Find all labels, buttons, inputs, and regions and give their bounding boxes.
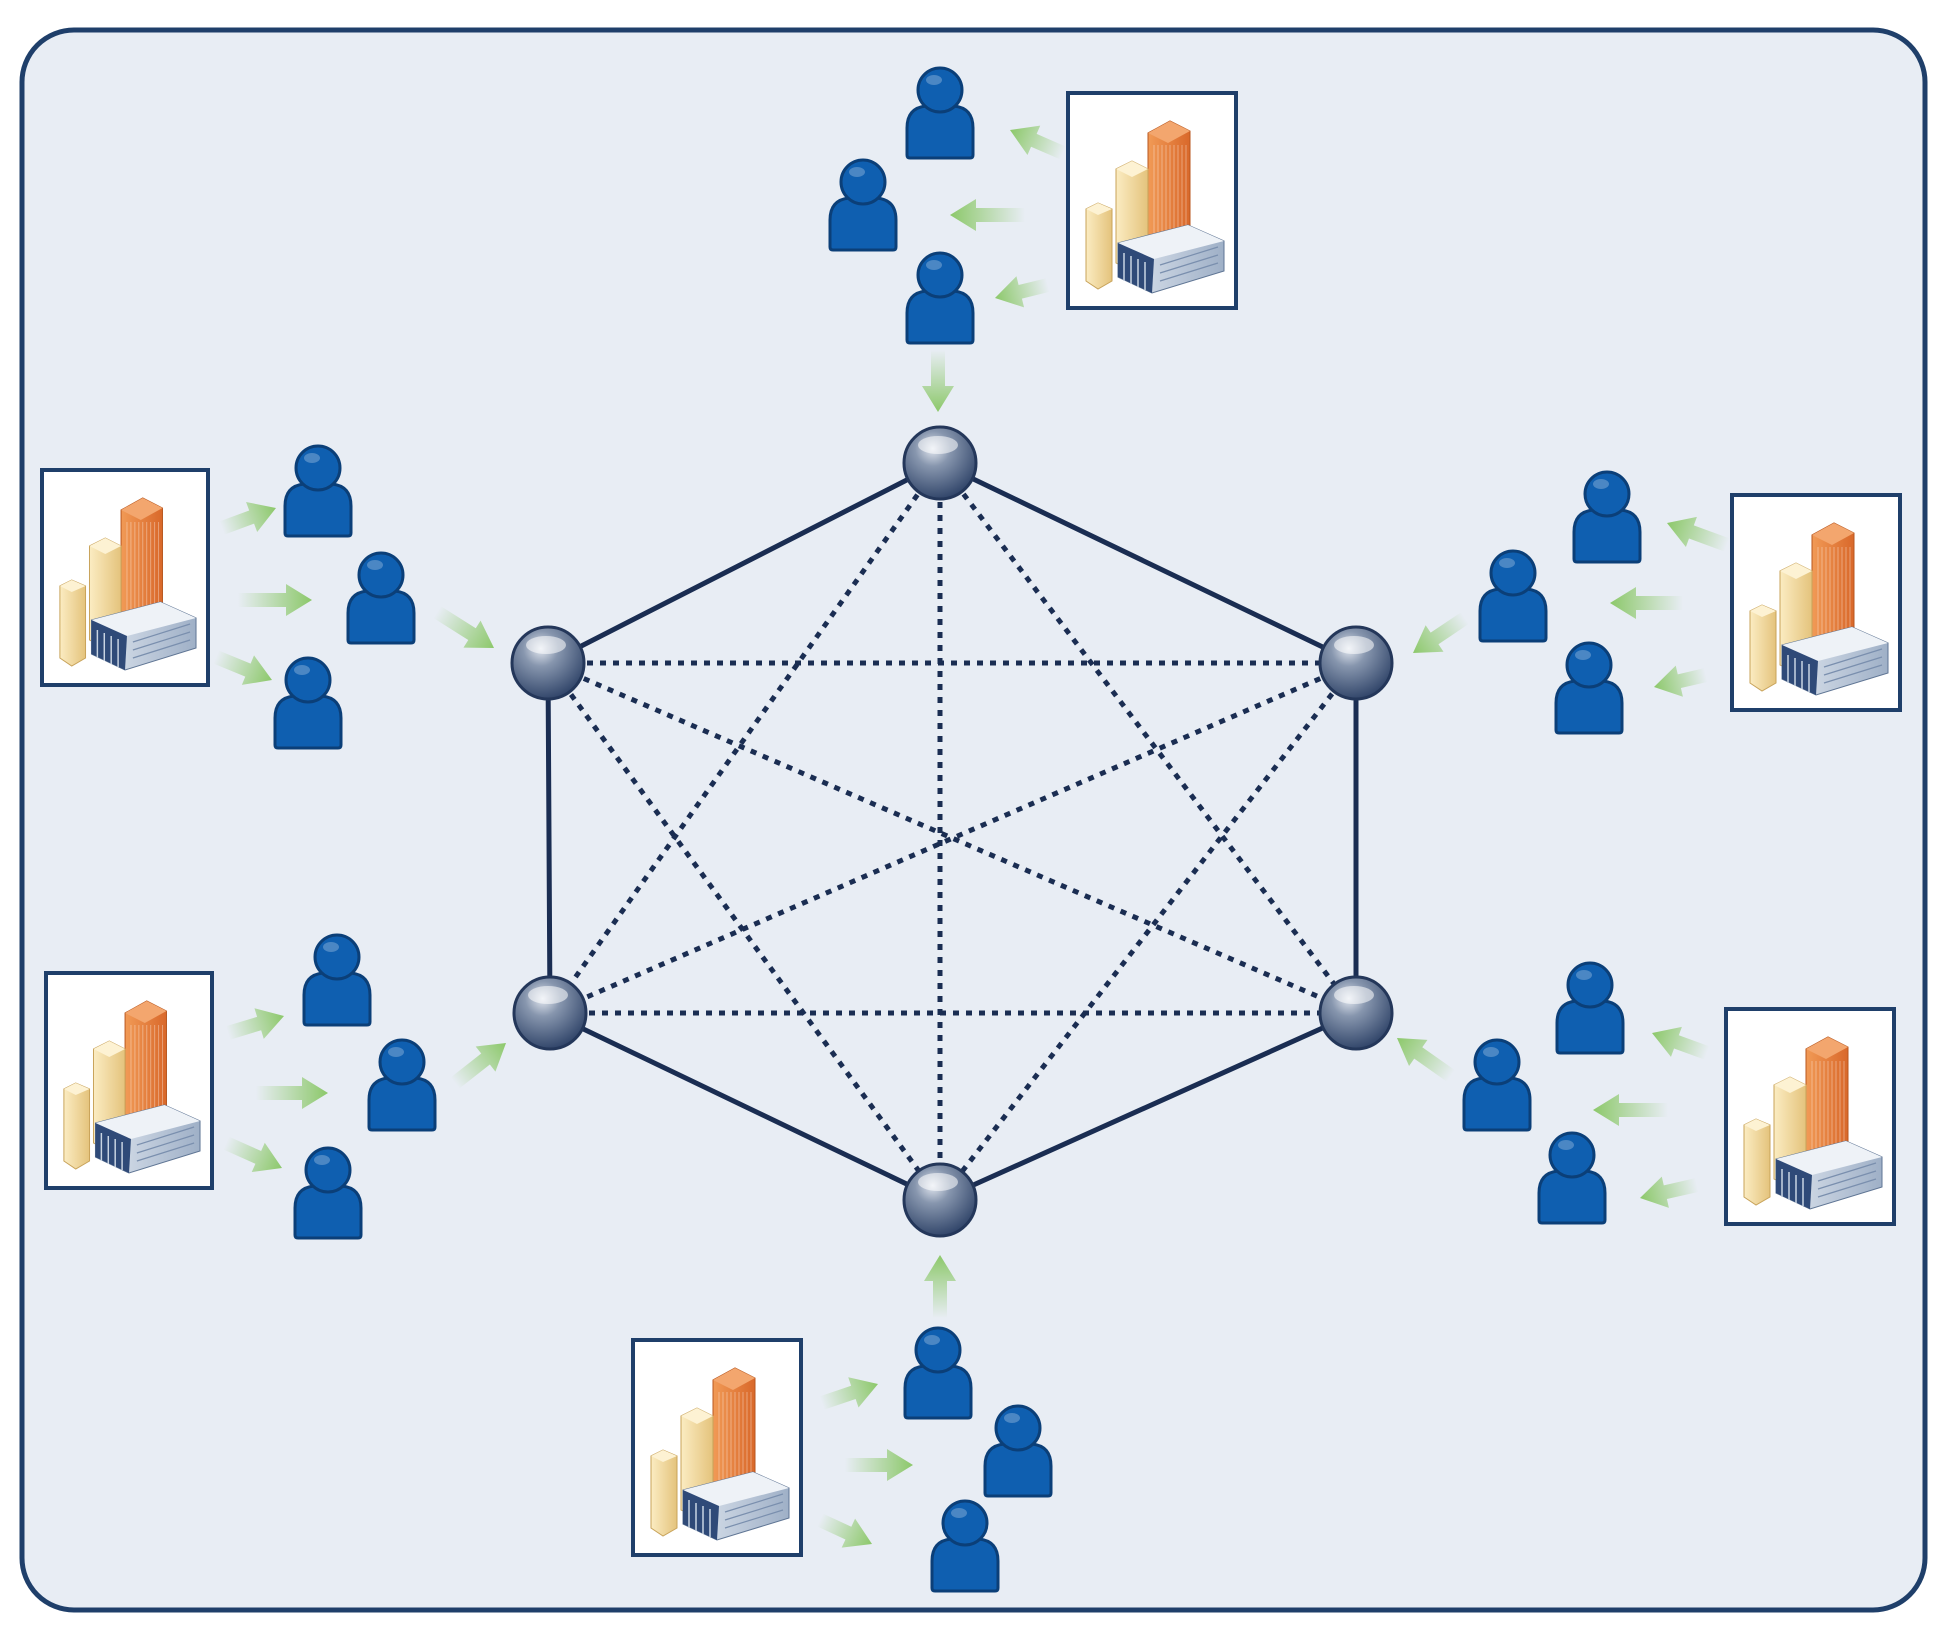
edge-dotted-top-lower-left: [547, 461, 943, 1015]
building-icon-upper-right: [1730, 493, 1902, 712]
edge-solid-upper-left-top: [545, 460, 943, 666]
person-icon-lower-left-2: [367, 1038, 437, 1132]
arrow-icon-lower-left-3: [223, 1136, 283, 1173]
network-node-upper-left: [510, 625, 586, 701]
person-icon-lower-left-1: [302, 933, 372, 1027]
person-icon-lower-right-1: [1555, 961, 1625, 1055]
person-icon-top-2: [828, 158, 898, 252]
diagram-panel: [19, 27, 1928, 1613]
arrow-icon-bottom-3: [817, 1513, 873, 1548]
arrow-icon-upper-left-1: [219, 502, 276, 535]
arrow-icon-upper-right-1: [1666, 516, 1730, 552]
network-node-lower-left: [512, 975, 588, 1051]
person-icon-bottom-3: [930, 1499, 1000, 1593]
arrow-icon-lower-right-3: [1639, 1176, 1699, 1208]
building-icon-top: [1066, 91, 1238, 310]
arrow-icon-lower-left-to-node: [450, 1043, 506, 1089]
network-node-top: [902, 425, 978, 501]
person-icon-top-3: [905, 251, 975, 345]
arrow-icon-upper-right-to-node: [1413, 612, 1469, 653]
person-icon-upper-left-3: [273, 656, 343, 750]
edge-solid-lower-right-bottom: [937, 1010, 1359, 1203]
arrow-icon-upper-left-3: [213, 650, 272, 685]
arrow-icon-lower-left-1: [225, 1008, 285, 1040]
person-icon-lower-left-3: [293, 1146, 363, 1240]
arrow-icon-upper-left-2: [238, 584, 312, 616]
arrow-icon-upper-left-to-node: [433, 606, 494, 648]
person-icon-upper-right-3: [1554, 641, 1624, 735]
arrow-icon-upper-right-3: [1653, 665, 1708, 697]
person-icon-upper-right-1: [1572, 470, 1642, 564]
edge-dotted-top-lower-right: [938, 461, 1358, 1015]
edge-dotted-upper-left-lower-right: [547, 660, 1357, 1016]
person-icon-top-1: [905, 66, 975, 160]
building-icon-lower-left: [44, 971, 214, 1190]
person-icon-upper-left-2: [346, 551, 416, 645]
person-icon-bottom-1: [903, 1326, 973, 1420]
person-icon-lower-right-3: [1537, 1131, 1607, 1225]
edge-solid-lower-left-upper-left: [545, 660, 553, 1016]
arrow-icon-bottom-2: [845, 1449, 913, 1481]
network-node-upper-right: [1318, 625, 1394, 701]
arrow-icon-top-to-node: [922, 350, 954, 412]
edge-dotted-upper-right-bottom: [938, 661, 1358, 1202]
building-icon-lower-right: [1724, 1007, 1896, 1226]
network-node-bottom: [902, 1162, 978, 1238]
arrow-icon-bottom-1: [819, 1377, 878, 1410]
person-icon-upper-right-2: [1478, 549, 1548, 643]
arrow-icon-lower-left-2: [256, 1077, 328, 1109]
person-icon-bottom-2: [983, 1404, 1053, 1498]
arrow-icon-top-1: [1010, 125, 1066, 160]
building-icon-bottom: [631, 1338, 803, 1557]
arrow-icon-bottom-to-node: [924, 1255, 956, 1318]
network-node-lower-right: [1318, 975, 1394, 1051]
arrow-icon-top-2: [950, 199, 1025, 231]
building-icon-upper-left: [40, 468, 210, 687]
person-icon-lower-right-2: [1462, 1038, 1532, 1132]
arrow-icon-top-3: [994, 276, 1050, 308]
arrow-icon-upper-right-2: [1610, 587, 1683, 619]
arrow-icon-lower-right-to-node: [1396, 1038, 1456, 1082]
person-icon-upper-left-1: [283, 444, 353, 538]
arrow-icon-lower-right-2: [1593, 1094, 1668, 1126]
edge-solid-bottom-lower-left: [547, 1010, 943, 1203]
arrow-icon-lower-right-1: [1652, 1026, 1710, 1060]
edge-dotted-upper-right-lower-left: [549, 660, 1357, 1016]
edge-solid-top-upper-right: [937, 460, 1359, 666]
